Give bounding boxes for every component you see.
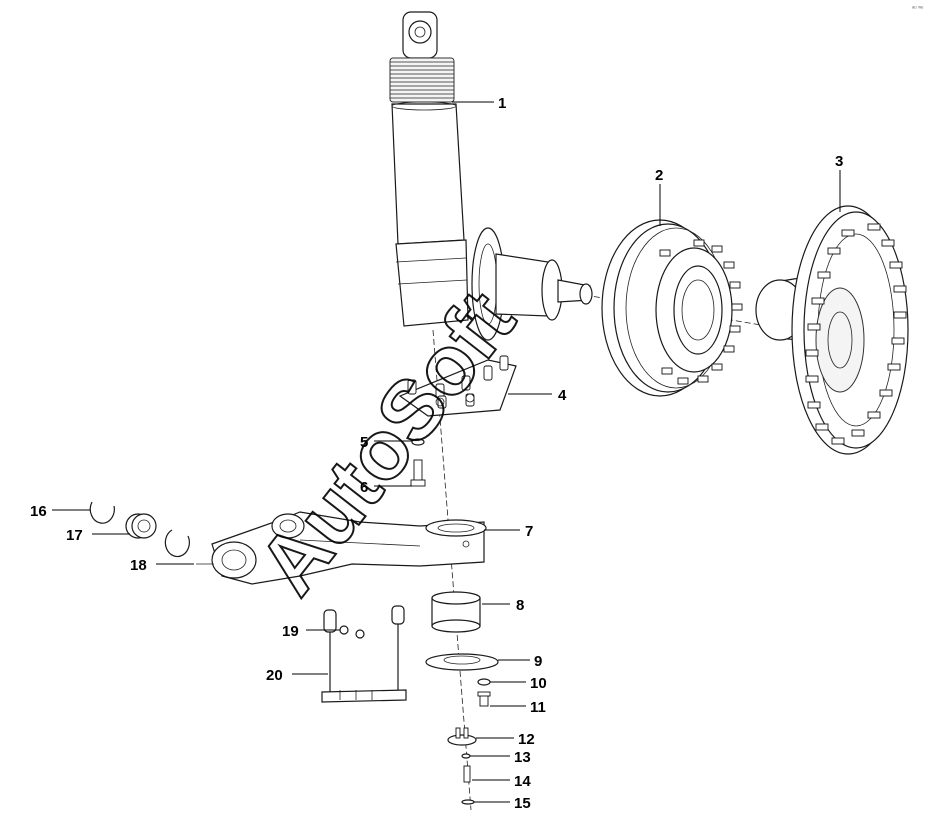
- part-13-washer[interactable]: [461, 753, 471, 759]
- part-6-bolt[interactable]: [410, 459, 426, 487]
- callout-19: 19: [282, 623, 299, 640]
- callout-20: 20: [266, 667, 283, 684]
- callout-6: 6: [360, 479, 368, 496]
- callout-5: 5: [360, 434, 368, 451]
- callout-18: 18: [130, 557, 147, 574]
- callout-8: 8: [516, 597, 524, 614]
- callout-15: 15: [514, 795, 531, 812]
- part-12-cap[interactable]: [447, 727, 477, 746]
- part-14-screw[interactable]: [463, 765, 471, 783]
- part-15-disc[interactable]: [461, 799, 475, 805]
- part-18-pin[interactable]: [196, 541, 257, 579]
- callout-14: 14: [514, 773, 531, 790]
- part-10-washer[interactable]: [477, 678, 491, 686]
- callout-16: 16: [30, 503, 47, 520]
- part-19-fastener[interactable]: [339, 625, 365, 639]
- part-1-strut[interactable]: [389, 11, 593, 341]
- corner-mark: ᵃᵘ ʷᵉ: [912, 6, 924, 12]
- part-8-bushing[interactable]: [431, 591, 481, 633]
- part-3-wheel-rim[interactable]: [755, 205, 909, 455]
- callout-2: 2: [655, 167, 663, 184]
- part-11-bolt[interactable]: [477, 691, 491, 707]
- callout-3: 3: [835, 153, 843, 170]
- callout-1: 1: [498, 95, 506, 112]
- part-5-washer[interactable]: [411, 438, 425, 446]
- callout-7: 7: [525, 523, 533, 540]
- callout-10: 10: [530, 675, 547, 692]
- callout-17: 17: [66, 527, 83, 544]
- callout-13: 13: [514, 749, 531, 766]
- part-17-bushing[interactable]: [125, 513, 157, 539]
- part-9-flange[interactable]: [425, 653, 499, 671]
- part-16-retaining-ring[interactable]: [89, 501, 190, 558]
- part-20-stabilizer-link[interactable]: [321, 605, 407, 703]
- part-7-control-arm[interactable]: [211, 511, 487, 585]
- part-4-bracket[interactable]: [398, 355, 517, 417]
- leader-lines: [52, 101, 841, 803]
- part-2-hub-assembly[interactable]: [601, 219, 743, 397]
- callout-9: 9: [534, 653, 542, 670]
- callout-4: 4: [558, 387, 567, 404]
- callout-11: 11: [530, 699, 546, 716]
- callout-12: 12: [518, 731, 535, 748]
